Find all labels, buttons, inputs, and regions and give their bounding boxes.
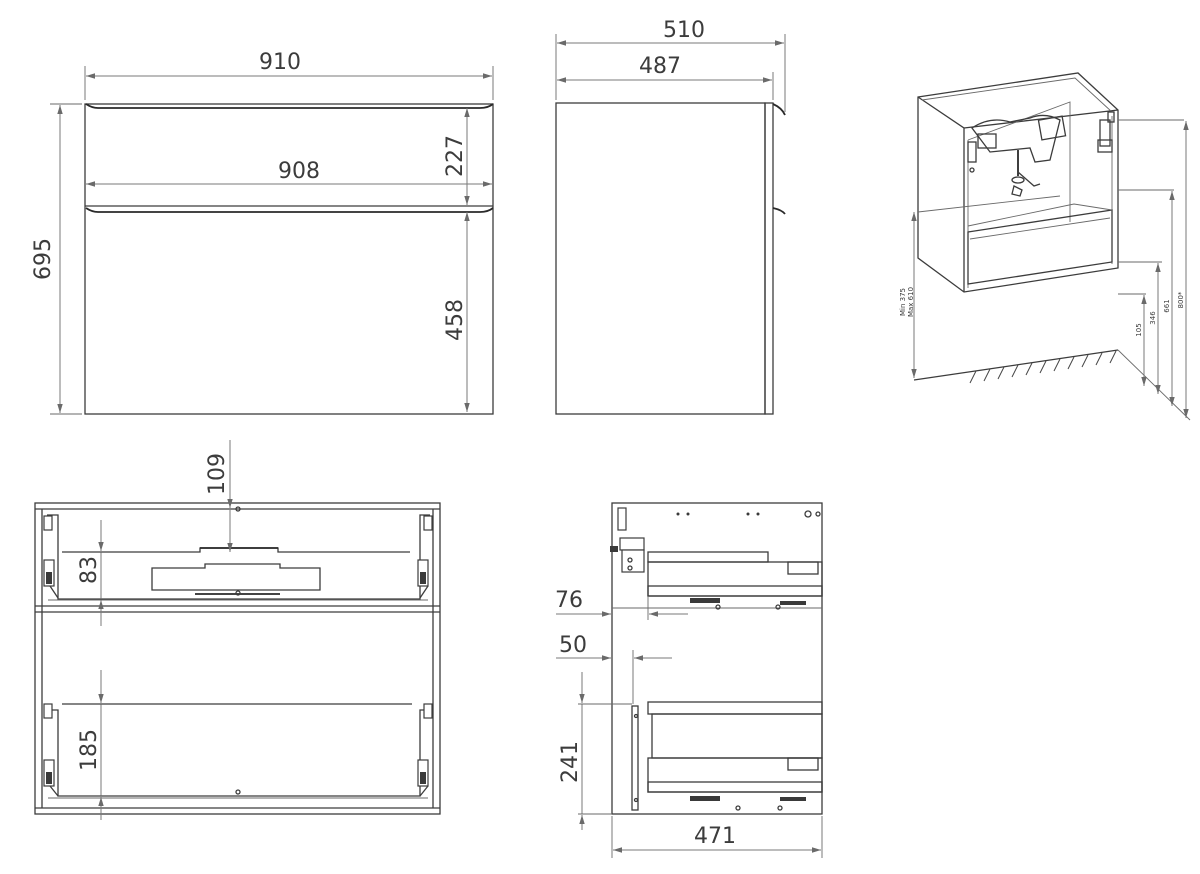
side-view: 510 487 <box>555 18 786 415</box>
cabinet-front-outline <box>84 103 494 415</box>
iso-mount-max-label: Max 610 <box>907 287 915 317</box>
isometric-view: Min 375 Max 610 105 346 661 800* <box>899 72 1191 421</box>
front-open-view: 109 83 185 <box>34 440 441 820</box>
dim-241-label: 241 <box>558 741 583 783</box>
dim-227-label: 227 <box>443 135 468 177</box>
dim-109-label: 109 <box>205 453 230 495</box>
dim-458-label: 458 <box>443 299 468 341</box>
dim-185-label: 185 <box>77 729 102 771</box>
iso-mount-min-label: Min 375 <box>899 288 907 316</box>
dim-487-label: 487 <box>639 54 681 79</box>
iso-dim-661: 661 <box>1163 299 1171 312</box>
iso-dim-105: 105 <box>1135 323 1143 336</box>
cabinet-side-outline <box>555 102 766 415</box>
iso-dim-346: 346 <box>1149 311 1157 325</box>
floor-hatching <box>969 350 1117 384</box>
top-drawer-handle <box>85 103 494 109</box>
dim-76-label: 76 <box>555 588 583 613</box>
iso-dim-800: 800* <box>1177 291 1185 308</box>
bottom-drawer-handle <box>85 207 494 213</box>
dim-510-label: 510 <box>663 18 705 43</box>
dim-83-label: 83 <box>77 556 102 584</box>
front-view: 910 908 695 227 458 <box>31 50 494 415</box>
side-section-view: 76 50 241 471 <box>555 502 823 858</box>
dim-695-label: 695 <box>31 238 56 280</box>
dim-908-label: 908 <box>278 159 320 184</box>
dim-471-label: 471 <box>694 824 736 849</box>
dim-910-label: 910 <box>259 50 301 75</box>
dim-50-label: 50 <box>559 633 587 658</box>
